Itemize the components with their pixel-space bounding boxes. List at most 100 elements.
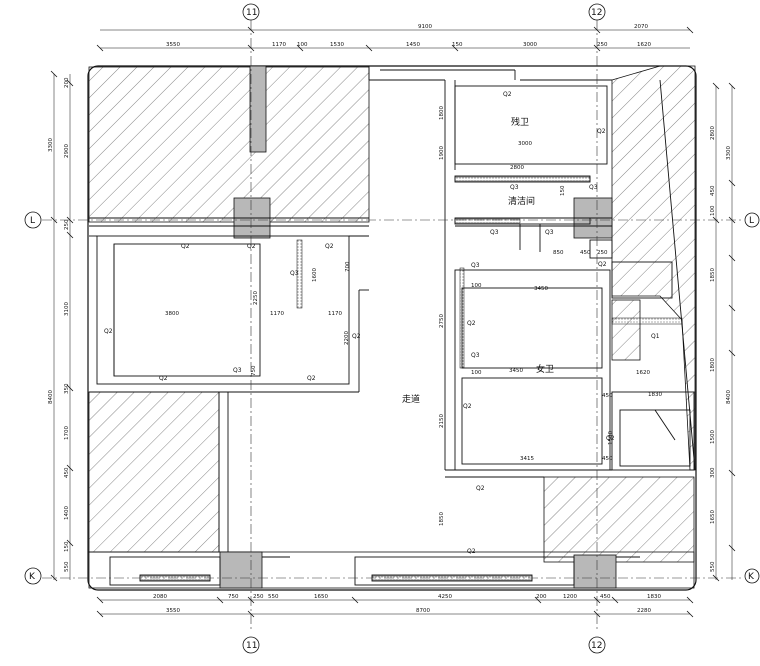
- dim-right-1500: 1500: [710, 430, 716, 444]
- tag-q2: Q2: [476, 485, 485, 492]
- tag-q2: Q2: [597, 128, 606, 135]
- dim-inner-1900: 1900: [439, 146, 445, 160]
- dim-top-3550: 3550: [166, 42, 180, 48]
- axis-label-11-bottom: 11: [246, 641, 257, 651]
- dim-right-2800: 2800: [710, 126, 716, 140]
- dim-bottom-2280: 2280: [637, 608, 651, 614]
- dim-top-1170: 1170: [272, 42, 286, 48]
- dim-right-100: 100: [710, 205, 716, 216]
- dim-top-250: 250: [597, 42, 608, 48]
- dim-top-2070: 2070: [634, 24, 648, 30]
- axis-label-K-right: K: [748, 572, 755, 582]
- dim-right-3300: 3300: [726, 146, 732, 160]
- dim-inner-1600: 1600: [312, 268, 318, 282]
- room-label-bath: 残卫: [511, 116, 529, 128]
- dim-inner-1170: 1170: [270, 311, 284, 317]
- dim-inner-1500: 1500: [608, 431, 614, 445]
- tag-q3: Q3: [290, 270, 299, 277]
- tag-q3: Q3: [233, 367, 242, 374]
- dimension-lines: [53, 29, 733, 615]
- dim-inner-2250: 2250: [253, 291, 259, 305]
- dim-left-3300: 3300: [48, 138, 54, 152]
- dim-inner-150: 150: [560, 185, 566, 196]
- dim-inner-450: 450: [580, 250, 591, 256]
- tag-q2: Q2: [467, 320, 476, 327]
- tag-q2: Q2: [181, 243, 190, 250]
- dim-top-9100: 9100: [418, 24, 432, 30]
- tag-q3: Q3: [545, 229, 554, 236]
- dim-top-100: 100: [297, 42, 308, 48]
- axis-label-L-right: L: [749, 216, 754, 226]
- tag-q2: Q2: [247, 243, 256, 250]
- dim-inner-1620: 1620: [636, 370, 650, 376]
- dim-top-1530: 1530: [330, 42, 344, 48]
- dim-left-3100: 3100: [64, 302, 70, 316]
- dim-inner-2200: 2200: [344, 331, 350, 345]
- dim-bottom-3550: 3550: [166, 608, 180, 614]
- dim-inner-1830: 1830: [648, 392, 662, 398]
- dim-top-3000: 3000: [523, 42, 537, 48]
- tag-q2: Q2: [159, 375, 168, 382]
- tag-q2: Q2: [104, 328, 113, 335]
- dim-inner-100: 100: [471, 283, 482, 289]
- right-dimensions: 3300 8400 2800 450 100 1850 1800 1500 30…: [710, 126, 732, 572]
- tag-q3: Q3: [510, 184, 519, 191]
- dim-inner-250: 250: [597, 250, 608, 256]
- dim-inner-750: 750: [251, 365, 257, 376]
- dim-left-250: 250: [64, 219, 70, 230]
- dim-bottom-200: 200: [536, 594, 547, 600]
- dim-inner-1800: 1800: [439, 106, 445, 120]
- tag-q2: Q2: [606, 435, 615, 442]
- dim-left-1400: 1400: [64, 506, 70, 520]
- dim-right-8400: 8400: [726, 390, 732, 404]
- dim-left-350: 350: [64, 383, 70, 394]
- dim-inner-3450: 3450: [534, 286, 548, 292]
- dim-bottom-250: 250: [253, 594, 264, 600]
- axis-label-L-left: L: [30, 216, 35, 226]
- dim-bottom-550: 550: [268, 594, 279, 600]
- axis-lines: [42, 20, 744, 632]
- room-label-cleaning: 清洁间: [508, 195, 535, 207]
- dim-left-1700: 1700: [64, 426, 70, 440]
- tag-q2: Q2: [467, 548, 476, 555]
- axis-label-12-bottom: 12: [591, 641, 602, 651]
- dim-bottom-8700: 8700: [416, 608, 430, 614]
- tag-q3: Q3: [471, 262, 480, 269]
- dim-inner-2750: 2750: [439, 314, 445, 328]
- walls: [89, 66, 696, 586]
- dim-bottom-450: 450: [600, 594, 611, 600]
- dim-right-300: 300: [710, 467, 716, 478]
- dim-bottom-1830: 1830: [647, 594, 661, 600]
- dim-right-1850: 1850: [710, 268, 716, 282]
- room-label-ladies: 女卫: [536, 363, 554, 375]
- tag-q2: Q2: [325, 243, 334, 250]
- tag-q2: Q2: [598, 261, 607, 268]
- dim-right-1650: 1650: [710, 510, 716, 524]
- dim-right-550: 550: [710, 561, 716, 572]
- dim-inner-3800: 3800: [165, 311, 179, 317]
- dim-inner-450c: 450: [602, 393, 613, 399]
- axis-bubbles: [24, 3, 760, 654]
- inner-dimensions: 3000 2800 3450 3450 3415 3800 1170 1170 …: [165, 106, 662, 526]
- building-outline: [87, 65, 697, 591]
- axis-label-11-top: 11: [246, 8, 257, 18]
- dim-inner-100b: 100: [471, 370, 482, 376]
- left-dimensions: 3300 8400 200 2900 250 3100 350 1700 450…: [48, 77, 70, 572]
- dim-left-150: 150: [64, 541, 70, 552]
- tag-q2: Q2: [503, 91, 512, 98]
- tag-q3: Q3: [490, 229, 499, 236]
- hatched-zones: [88, 65, 696, 589]
- dim-inner-2800: 2800: [510, 165, 524, 171]
- dim-bottom-1200: 1200: [563, 594, 577, 600]
- dim-inner-450b: 450: [602, 456, 613, 462]
- dim-inner-2150: 2150: [439, 414, 445, 428]
- tag-q2: Q2: [307, 375, 316, 382]
- dim-inner-3415: 3415: [520, 456, 534, 462]
- tag-q2: Q2: [463, 403, 472, 410]
- dim-inner-3000: 3000: [518, 141, 532, 147]
- dim-top-1620: 1620: [637, 42, 651, 48]
- dim-inner-700: 700: [345, 261, 351, 272]
- dimension-ticks: [50, 26, 736, 618]
- dim-left-8400: 8400: [48, 390, 54, 404]
- axis-label-12-top: 12: [591, 8, 602, 18]
